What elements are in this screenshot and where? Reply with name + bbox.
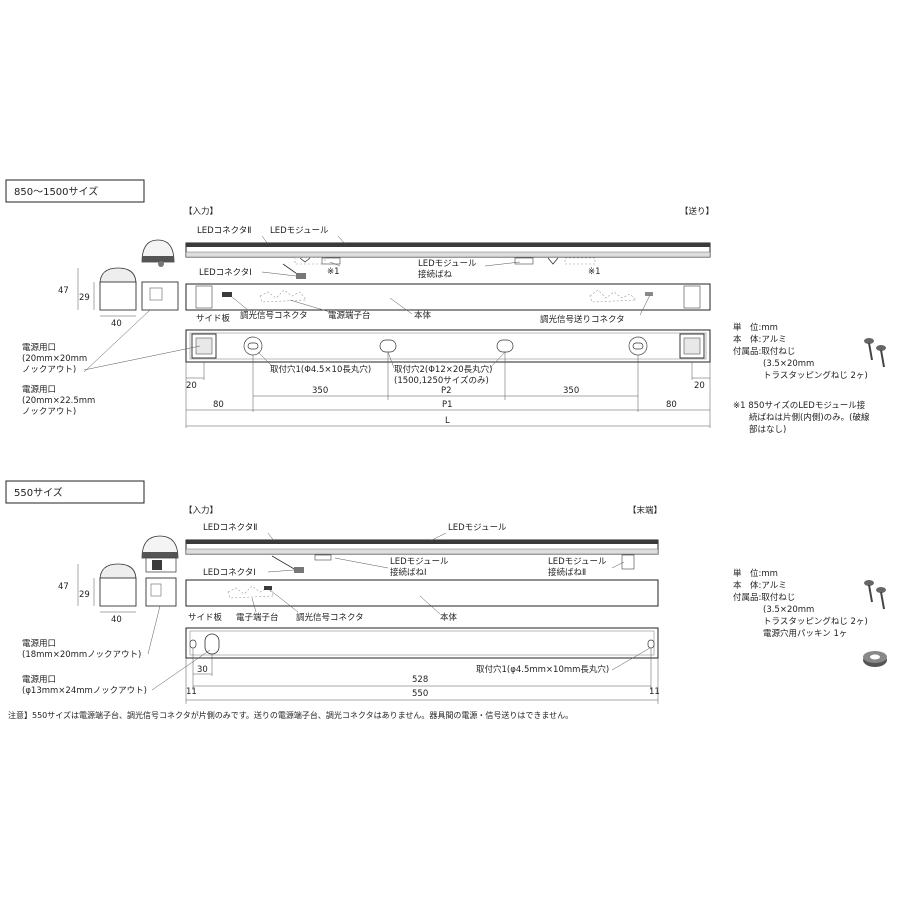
dim-L: L [445,416,450,426]
dim-40-2: 40 [111,615,122,625]
dim-P1: P1 [442,400,453,410]
label-led-connector-1: LEDコネクタⅠ [199,268,252,278]
spec-accessory-s: 付属品:取付ねじ [733,592,795,603]
dim-47-2: 47 [58,582,69,592]
endcap-profile-2 [99,535,179,607]
dim-20-left: 20 [186,381,197,391]
dimension-lines-2 [185,648,659,704]
label-module-spring-1b: 接続ばねⅠ [390,567,427,578]
spec-body-s: 本 体:アルミ [733,580,787,591]
label-power-port-a2: (20mm×20mm [22,354,87,364]
label-led-module: LEDモジュール [270,226,329,236]
body-profile [185,283,711,311]
label-module-spring-2a: LEDモジュール [548,557,607,567]
spec-unit: 単 位:mm [733,322,778,333]
spec-note1: ※1 850サイズのLEDモジュール接 [733,400,866,411]
label-power-terminal-s: 電子端子台 [236,612,279,623]
label-led-connector-1-s: LEDコネクタⅠ [203,568,256,578]
dim-11-left: 11 [186,687,197,697]
spec-screw-type: トラスタッピングねじ 2ヶ) [763,370,868,381]
label-power-port-a1: 電源用口 [22,343,56,353]
footer-note: 注意】550サイズは電源端子台、調光信号コネクタが片側のみです。送りの電源端子台… [8,710,573,720]
dim-350-left: 350 [312,386,328,396]
dim-350-right: 350 [563,386,579,396]
dimension-lines [185,352,711,428]
dim-P2: P2 [441,386,452,396]
label-mount-hole-s: 取付穴1(φ4.5mm×10mm長丸穴) [476,664,609,675]
feed-label: 【送り】 [680,206,714,217]
section-large: 850〜1500サイズ 【入力】 【送り】 47 29 40 [5,179,886,435]
end-label: 【末端】 [628,505,662,516]
label-side-plate: サイド板 [196,313,231,324]
label-dimming-feed-connector: 調光信号送りコネクタ [540,314,625,325]
dim-47: 47 [58,286,69,296]
body-profile-2 [185,579,659,607]
bottom-view-2 [185,627,659,659]
section-title: 850〜1500サイズ [14,185,98,198]
endcap-profile [99,239,179,311]
label-module-spring-2: 接続ばね [418,269,453,280]
label-note1-b: ※1 [588,267,601,277]
spec-packing-s: 電源穴用パッキン 1ヶ [763,628,847,639]
section-title-2: 550サイズ [14,486,63,499]
spec-note3: 部はなし) [749,424,786,435]
dim-30: 30 [197,665,208,675]
bottom-view [185,329,711,363]
dim-29-2: 29 [79,590,90,600]
label-main-body: 本体 [414,310,432,321]
spec-body: 本 体:アルミ [733,334,787,345]
label-mount-hole-2-note: (1500,1250サイズのみ) [394,375,489,386]
label-power-port-b3: ノックアウト) [22,407,76,417]
label-module-spring-1a: LEDモジュール [390,557,449,567]
label-mount-hole-1: 取付穴1(Φ4.5×10長丸穴) [270,364,371,375]
dim-528: 528 [412,675,428,685]
spec-note2: 続ばねは片側(内側)のみ。(破線 [749,412,870,423]
label-power-port-b2: (20mm×22.5mm [22,396,95,406]
section-small: 550サイズ 【入力】 【末端】 47 29 40 [5,480,887,704]
label-dimming-connector: 調光信号コネクタ [240,310,308,321]
label-led-module-s: LEDモジュール [448,523,507,533]
spec-screw-size: (3.5×20mm [763,359,814,369]
section-title-box [5,179,145,203]
dim-80-left: 80 [213,400,224,410]
label-main-body-s: 本体 [440,612,458,623]
input-label-2: 【入力】 [184,505,218,516]
spec-accessory: 付属品:取付ねじ [733,346,795,357]
label-power-terminal: 電源端子台 [328,310,371,321]
label-dimming-connector-s: 調光信号コネクタ [296,612,364,623]
label-side-plate-s: サイド板 [188,612,223,623]
label-power-port-b1: 電源用口 [22,385,56,395]
label-mount-hole-2: 取付穴2(Φ12×20長丸穴) [394,364,493,375]
label-power-port-a1-s: 電源用口 [22,639,56,649]
label-power-port-b1-s: 電源用口 [22,675,56,685]
spec-unit-s: 単 位:mm [733,568,778,579]
label-module-spring-2b: 接続ばねⅡ [548,567,586,578]
label-module-spring-1: LEDモジュール [418,259,477,269]
dim-550: 550 [412,689,428,699]
screw-icon-2 [864,580,886,610]
label-power-port-b2-s: (φ13mm×24mmノックアウト) [22,686,147,696]
dim-29: 29 [79,293,90,303]
top-profile-2 [185,539,659,573]
spec-screw-size-s: (3.5×20mm [763,605,814,615]
label-note1-a: ※1 [327,267,340,277]
label-power-port-a2-s: (18mm×20mmノックアウト) [22,650,141,660]
label-led-connector-2-s: LEDコネクタⅡ [203,523,258,533]
dim-20-right: 20 [694,381,705,391]
top-profile [185,242,711,279]
dim-11-right: 11 [649,687,660,697]
spec-screw-type-s: トラスタッピングねじ 2ヶ) [763,616,868,627]
dim-40: 40 [111,319,122,329]
packing-icon [863,651,887,667]
input-label: 【入力】 [184,206,218,217]
screw-icon [864,338,886,368]
label-power-port-a3: ノックアウト) [22,365,76,375]
section-title-box-2 [5,480,145,504]
label-led-connector-2: LEDコネクタⅡ [197,226,252,236]
dim-80-right: 80 [666,400,677,410]
